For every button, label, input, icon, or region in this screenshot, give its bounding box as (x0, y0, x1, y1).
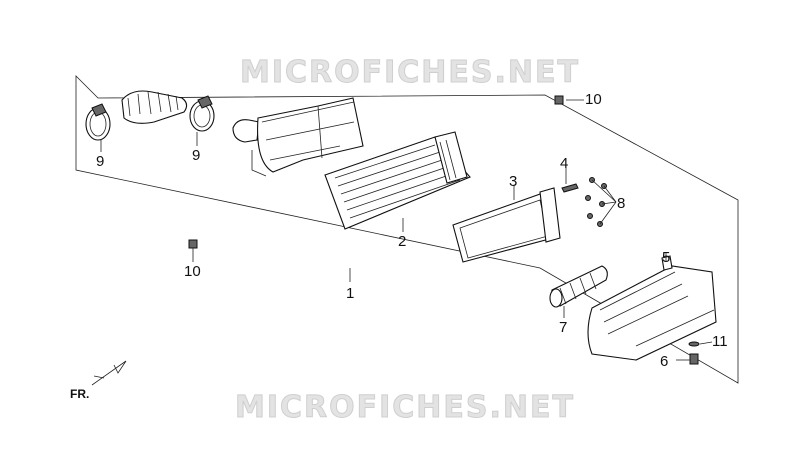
callout-8: 8 (617, 195, 625, 212)
hose-clamp-left (85, 103, 111, 141)
callout-5: 5 (662, 249, 670, 266)
bolt-bottom (188, 239, 198, 249)
bolt-top (554, 95, 564, 105)
callout-9-left: 9 (96, 153, 104, 170)
callout-10-bottom: 10 (184, 263, 201, 280)
o-ring (688, 341, 700, 347)
front-direction-arrow (91, 360, 127, 386)
callout-2: 2 (398, 233, 406, 250)
callout-11: 11 (712, 333, 728, 350)
intake-duct (549, 265, 608, 308)
callout-3: 3 (509, 173, 517, 190)
callout-6: 6 (660, 353, 668, 370)
leader-lines (100, 99, 713, 361)
watermark-top: MICROFICHES.NET (240, 55, 580, 91)
callout-4: 4 (560, 155, 568, 172)
retaining-clip (561, 183, 579, 193)
callout-1: 1 (346, 285, 354, 302)
front-direction-label: FR. (70, 387, 89, 401)
hose-clamp-right (189, 95, 215, 132)
air-filter-element (324, 131, 471, 230)
filter-cover-plate (452, 187, 561, 263)
inlet-hose-assembly (121, 90, 364, 177)
callout-9-right: 9 (192, 147, 200, 164)
drain-plug (689, 353, 699, 365)
watermark-bottom: MICROFICHES.NET (235, 390, 575, 426)
callout-10-top: 10 (585, 91, 602, 108)
air-box-case (587, 255, 717, 361)
callout-7: 7 (559, 319, 567, 336)
